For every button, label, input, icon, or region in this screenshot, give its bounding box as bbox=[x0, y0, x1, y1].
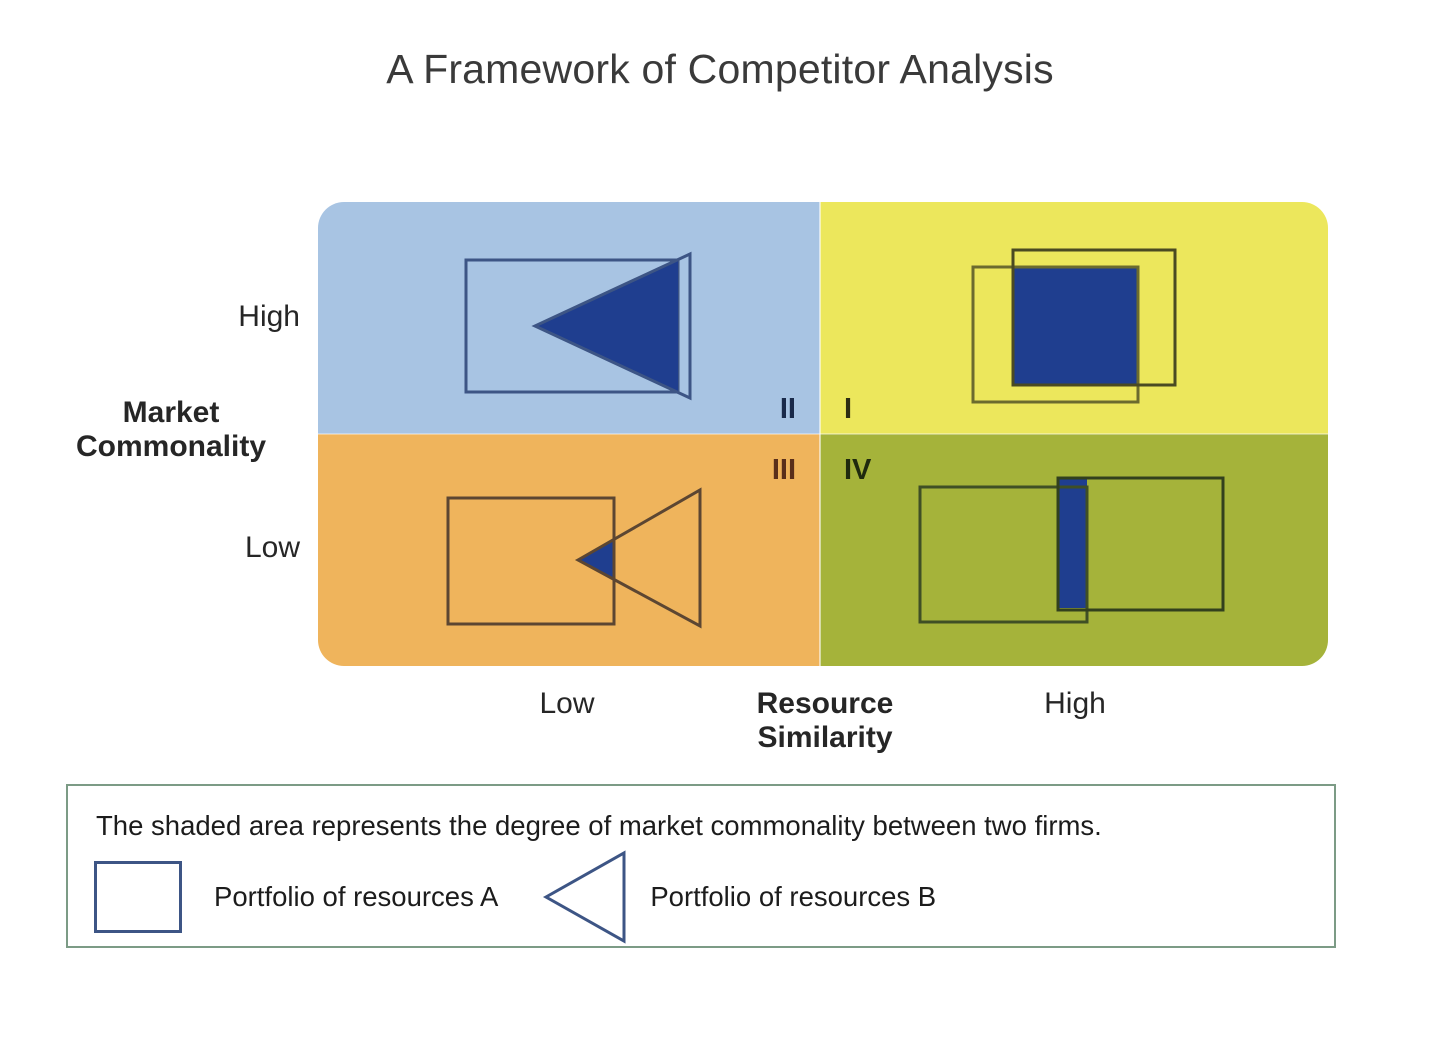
y-axis-title: Market Commonality bbox=[40, 396, 302, 463]
quadrant-label-iii: III bbox=[772, 454, 796, 486]
quadrant-iv-shapes bbox=[918, 476, 1225, 624]
y-axis-title-line1: Market bbox=[122, 396, 220, 429]
x-axis-title: Resource Similarity bbox=[700, 687, 950, 754]
quadrant-label-ii: II bbox=[780, 393, 796, 425]
quadrant-ii-shapes bbox=[464, 251, 692, 401]
quadrant-i-shapes bbox=[971, 248, 1177, 404]
competitor-analysis-matrix: II I III IV bbox=[318, 202, 1328, 666]
x-axis-title-line1: Resource bbox=[756, 687, 894, 720]
y-axis-low-label: Low bbox=[244, 531, 300, 564]
quadrant-label-iv: IV bbox=[844, 454, 872, 486]
legend-rectangle-swatch-icon bbox=[94, 861, 182, 933]
legend-item-a-label: Portfolio of resources A bbox=[214, 881, 499, 912]
legend-item-b-label: Portfolio of resources B bbox=[650, 881, 937, 912]
page-title: A Framework of Competitor Analysis bbox=[386, 46, 1054, 92]
legend-note: The shaded area represents the degree of… bbox=[96, 810, 1102, 841]
x-axis-high-label: High bbox=[1044, 687, 1106, 720]
quadrant-label-i: I bbox=[844, 393, 852, 425]
x-axis-title-line2: Similarity bbox=[757, 720, 893, 754]
y-axis-title-line2: Commonality bbox=[75, 429, 267, 463]
quadrant-iii-background bbox=[318, 434, 820, 666]
quadrant-iii-shapes bbox=[446, 487, 702, 629]
legend: The shaded area represents the degree of… bbox=[66, 784, 1336, 948]
y-axis-high-label: High bbox=[238, 300, 300, 333]
legend-items: Portfolio of resources A Portfolio of re… bbox=[94, 850, 937, 944]
legend-triangle-swatch-icon bbox=[543, 850, 626, 944]
x-axis-low-label: Low bbox=[539, 687, 595, 720]
